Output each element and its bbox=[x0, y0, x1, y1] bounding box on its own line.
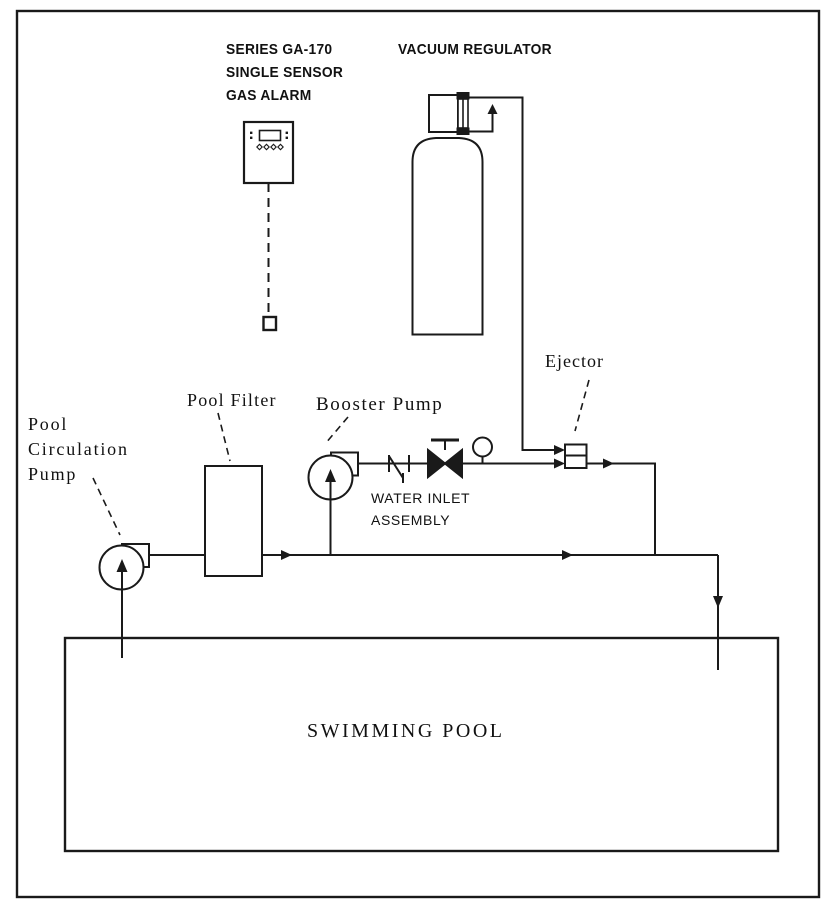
gas-alarm-label-line3: GAS ALARM bbox=[226, 87, 312, 104]
leader-lines bbox=[92, 379, 590, 536]
gas-alarm-enclosure bbox=[242, 120, 295, 185]
circulation-pump-leader-line bbox=[92, 477, 121, 536]
flow-arrow-up-icon bbox=[116, 559, 128, 572]
flow-arrow-right-icon bbox=[554, 445, 565, 455]
gas-alarm-device bbox=[242, 120, 295, 332]
pool-filter-symbol bbox=[204, 465, 263, 577]
check-valve-icon bbox=[388, 455, 410, 483]
gas-alarm-led-dots bbox=[250, 131, 288, 139]
gas-cylinder bbox=[411, 137, 484, 336]
regulator-tube-cap-top bbox=[456, 92, 470, 100]
pool-circulation-pump-label-line1: Pool bbox=[28, 414, 69, 434]
flow-arrow-right-icon bbox=[603, 458, 614, 469]
gas-alarm-label-line2: SINGLE SENSOR bbox=[226, 64, 344, 81]
gas-alarm-label-line1: SERIES GA-170 bbox=[226, 41, 333, 58]
water-inlet-assembly-label-line1: WATER INLET bbox=[371, 490, 471, 506]
flow-arrow-down-icon bbox=[713, 596, 723, 608]
pool-circulation-pump-label-line3: Pump bbox=[28, 464, 78, 484]
vent-line bbox=[467, 113, 494, 133]
water-inlet-assembly-label-line2: ASSEMBLY bbox=[371, 512, 451, 528]
regulator-tube-cap-bottom bbox=[456, 127, 470, 135]
flow-arrow-up-icon bbox=[325, 469, 336, 482]
flow-arrow-right-icon bbox=[281, 550, 292, 560]
flow-arrow-right-icon bbox=[554, 458, 565, 469]
booster-pump-label: Booster Pump bbox=[316, 394, 444, 415]
flow-arrow-right-icon bbox=[562, 550, 573, 560]
swimming-pool-label: SWIMMING POOL bbox=[307, 720, 505, 742]
pool-filter-leader-line bbox=[217, 412, 231, 462]
pool-filter-label: Pool Filter bbox=[187, 390, 277, 410]
pool-circulation-pump-label-line2: Circulation bbox=[28, 439, 129, 459]
booster-pump-symbol bbox=[307, 451, 359, 555]
gas-alarm-display bbox=[258, 129, 282, 142]
ejector-symbol bbox=[564, 443, 588, 469]
flow-arrows bbox=[116, 104, 723, 608]
gas-alarm-buttons bbox=[256, 143, 284, 151]
drawing-border bbox=[15, 9, 821, 899]
vacuum-regulator-assembly bbox=[411, 92, 484, 336]
regulator-body bbox=[428, 94, 459, 133]
circulation-pump-symbol bbox=[98, 543, 150, 658]
ejector-leader-line bbox=[574, 379, 590, 432]
swimming-pool-outline bbox=[63, 636, 780, 853]
ejector-outlet-pipe bbox=[586, 462, 656, 555]
gas-alarm-label: SERIES GA-170 SINGLE SENSOR GAS ALARM bbox=[226, 38, 343, 107]
vent-arrow-up-icon bbox=[487, 104, 498, 114]
pressure-gauge-icon bbox=[472, 436, 493, 464]
gas-sensor-probe bbox=[262, 315, 278, 332]
gate-valve-icon bbox=[427, 438, 463, 480]
ejector-label: Ejector bbox=[545, 351, 604, 371]
vacuum-line bbox=[467, 96, 555, 451]
booster-pump-leader-line bbox=[324, 416, 349, 445]
pool-circulation-pump-label: Pool Circulation Pump bbox=[28, 412, 129, 487]
water-inlet-assembly-label: WATER INLET ASSEMBLY bbox=[371, 487, 470, 531]
vacuum-regulator-label: VACUUM REGULATOR bbox=[398, 41, 552, 58]
